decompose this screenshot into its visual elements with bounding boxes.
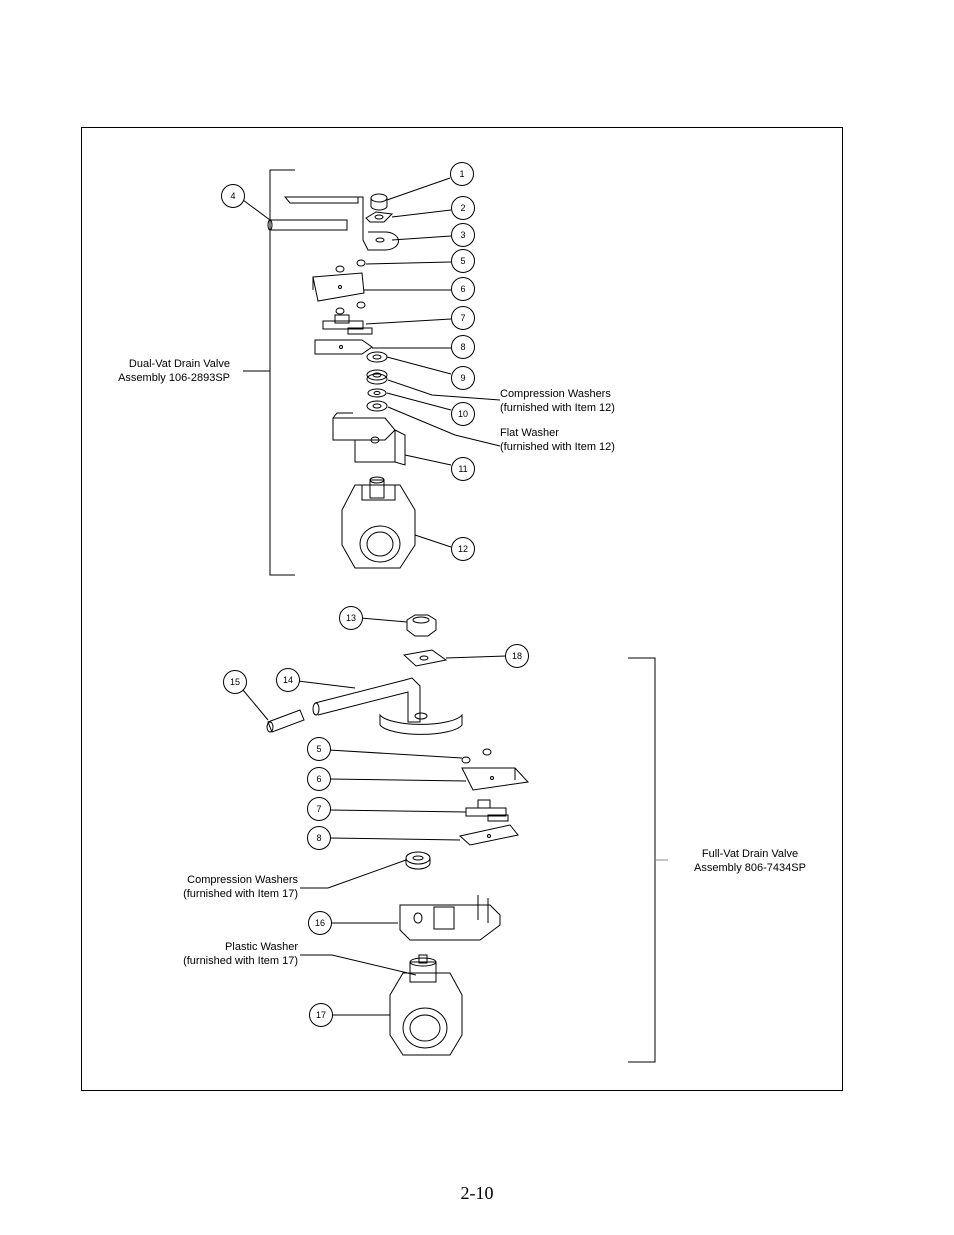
callout-16: 16 — [308, 911, 332, 935]
callout-5: 5 — [451, 249, 475, 273]
callout-3: 3 — [451, 223, 475, 247]
callout-8: 8 — [451, 335, 475, 359]
full-vat-label-line1: Full-Vat Drain Valve — [701, 848, 799, 860]
note-top-flat-line1: Flat Washer — [500, 427, 559, 439]
bottom-leaders — [242, 617, 507, 1016]
callout-13: 13 — [339, 606, 363, 630]
note-bottom-compression-washers: Compression Washers (furnished with Item… — [150, 873, 298, 901]
full-vat-bracket — [628, 657, 656, 1063]
part-6-bracket — [312, 272, 365, 302]
part-7-switch — [322, 314, 373, 335]
callout-6: 6 — [451, 277, 475, 301]
top-leaders — [242, 177, 501, 548]
dual-vat-label: Dual-Vat Drain Valve Assembly 106-2893SP — [100, 357, 230, 385]
callout-9: 9 — [451, 366, 475, 390]
callout-17: 17 — [309, 1003, 333, 1027]
note-top-flat-washer: Flat Washer (furnished with Item 12) — [500, 426, 615, 454]
part-10-washers — [366, 369, 388, 412]
note-top-compression-line1: Compression Washers — [500, 388, 611, 400]
callout-11: 11 — [451, 457, 475, 481]
note-top-compression-line2: (furnished with Item 12) — [500, 402, 615, 414]
callout-14: 14 — [276, 668, 300, 692]
dual-vat-label-line1: Dual-Vat Drain Valve — [128, 358, 230, 370]
figure-frame — [81, 127, 843, 1091]
callout-12: 12 — [451, 537, 475, 561]
callout-6-bottom: 6 — [307, 767, 331, 791]
part-18-plate — [402, 649, 448, 667]
part-2-lock-washer — [365, 211, 394, 223]
part-15-pin — [266, 709, 305, 733]
dual-vat-bracket — [269, 169, 295, 576]
note-bottom-plastic-line2: (furnished with Item 17) — [183, 955, 298, 967]
part-1-nut — [370, 193, 388, 211]
part-5-nuts — [335, 259, 366, 273]
callout-5-bottom: 5 — [307, 737, 331, 761]
part-11-bracket — [332, 412, 406, 466]
callout-10: 10 — [451, 402, 475, 426]
part-9-washer — [366, 351, 388, 363]
compression-washer-bottom — [405, 851, 431, 870]
full-vat-label-line2: Assembly 806-7434SP — [694, 862, 806, 874]
callout-4: 4 — [221, 184, 245, 208]
part-13-nut — [406, 614, 437, 637]
callout-7: 7 — [451, 306, 475, 330]
callout-8-bottom: 8 — [307, 826, 331, 850]
dual-vat-label-line2: Assembly 106-2893SP — [118, 372, 230, 384]
part-14-rod — [312, 677, 463, 735]
note-bottom-plastic-line1: Plastic Washer — [225, 941, 298, 953]
callout-15: 15 — [223, 670, 247, 694]
callout-18: 18 — [505, 644, 529, 668]
note-bottom-plastic-washer: Plastic Washer (furnished with Item 17) — [150, 940, 298, 968]
note-top-flat-line2: (furnished with Item 12) — [500, 441, 615, 453]
part-4-rod — [267, 219, 348, 231]
part-6-bracket-bottom — [461, 767, 530, 791]
part-8-plate — [314, 339, 373, 355]
callout-2: 2 — [451, 196, 475, 220]
part-8-plate-bottom — [458, 824, 519, 846]
full-vat-label: Full-Vat Drain Valve Assembly 806-7434SP — [675, 847, 825, 875]
part-16-bracket — [399, 895, 501, 941]
part-17-valve — [389, 954, 463, 1056]
part-3-handle — [283, 196, 399, 251]
part-7-switch-bottom — [465, 799, 509, 822]
callout-7-bottom: 7 — [307, 797, 331, 821]
note-bottom-compression-line2: (furnished with Item 17) — [183, 888, 298, 900]
page-number: 2-10 — [460, 1183, 494, 1203]
note-top-compression-washers: Compression Washers (furnished with Item… — [500, 387, 615, 415]
callout-1: 1 — [450, 162, 474, 186]
note-bottom-compression-line1: Compression Washers — [187, 874, 298, 886]
part-12-valve — [341, 476, 416, 569]
